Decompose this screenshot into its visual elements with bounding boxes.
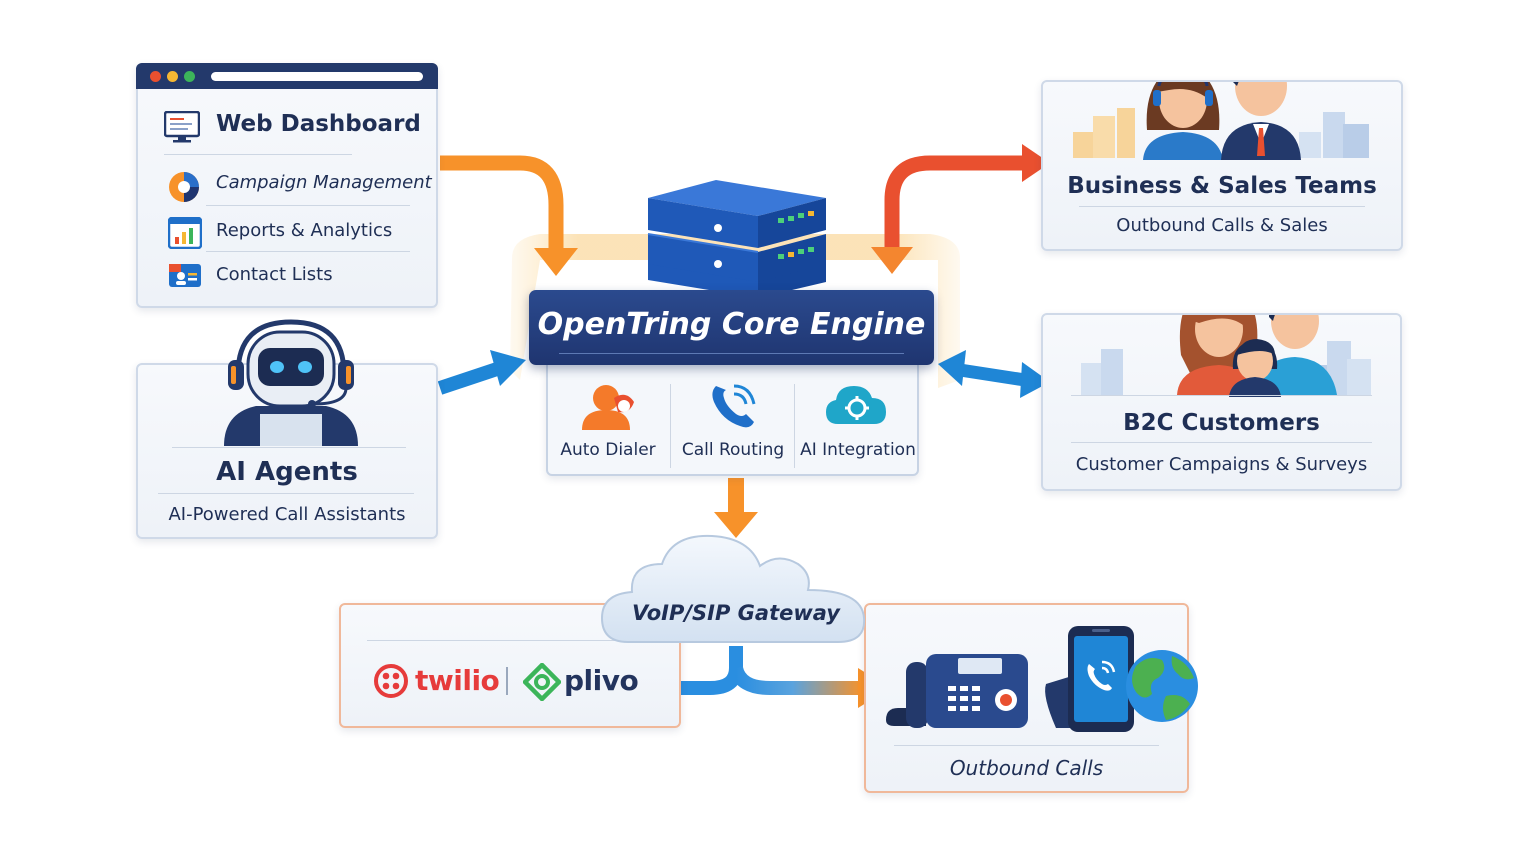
- divider: [1079, 206, 1365, 207]
- web-dashboard-title: Web Dashboard: [216, 111, 421, 137]
- divider: [164, 154, 352, 155]
- core-engine-title-bar: OpenTring Core Engine: [529, 290, 934, 365]
- contact-lists-item: Contact Lists: [216, 264, 333, 285]
- window-minimize-dot: [167, 71, 178, 82]
- arrow-engine-to-gateway: [728, 478, 744, 514]
- plivo-logo-icon: [523, 663, 561, 701]
- divider: [158, 493, 414, 494]
- web-dashboard-card: Web Dashboard Campaign Management Report…: [136, 63, 438, 308]
- auto-dialer-label: Auto Dialer: [560, 440, 656, 460]
- arrow-gateway-outbound: [729, 666, 862, 695]
- browser-title-bar: [136, 63, 438, 89]
- divider: [206, 251, 410, 252]
- divider: [367, 640, 653, 641]
- arrow-head-dashboard: [534, 248, 578, 276]
- window-close-dot: [150, 71, 161, 82]
- divider: [506, 667, 508, 695]
- divider: [1071, 442, 1372, 443]
- arrow-head-engine-top: [871, 247, 913, 274]
- server-stack-icon: [647, 180, 826, 292]
- arrow-head-b2c-right: [1020, 362, 1050, 398]
- arrow-head-agents: [490, 350, 526, 386]
- smartphone-icon: [1045, 626, 1134, 732]
- twilio-logo-text: twilio: [415, 664, 500, 697]
- globe-icon: [1126, 650, 1198, 722]
- outbound-calls-label: Outbound Calls: [949, 756, 1104, 780]
- arrow-engine-to-business: [884, 155, 1025, 250]
- arrow-head-gateway: [714, 512, 758, 538]
- robot-headset-icon: [224, 319, 358, 446]
- divider: [894, 745, 1159, 746]
- window-maximize-dot: [184, 71, 195, 82]
- person-icon: [582, 385, 634, 430]
- divider: [172, 447, 406, 448]
- divider: [670, 384, 671, 468]
- arrow-engine-b2c: [959, 363, 1026, 387]
- core-engine-features-panel: Auto Dialer Call Routing AI Integration: [546, 360, 919, 476]
- b2c-customers-card: B2C Customers Customer Campaigns & Surve…: [1041, 313, 1402, 491]
- divider: [794, 384, 795, 468]
- business-sales-teams-subtitle: Outbound Calls & Sales: [1116, 215, 1328, 236]
- business-sales-teams-card: Business & Sales Teams Outbound Calls & …: [1041, 80, 1403, 251]
- arrow-dashboard-to-engine: [440, 155, 564, 250]
- monitor-icon: [164, 111, 200, 143]
- bar-chart-icon: [168, 217, 202, 249]
- core-engine-title: OpenTring Core Engine: [537, 307, 926, 342]
- voip-sip-gateway-label: VoIP/SIP Gateway: [632, 601, 840, 625]
- business-sales-teams-title: Business & Sales Teams: [1067, 173, 1377, 199]
- outbound-devices: [886, 626, 1198, 732]
- desk-phone-icon: [886, 654, 1028, 728]
- call-routing-label: Call Routing: [681, 440, 785, 460]
- reports-analytics-item: Reports & Analytics: [216, 220, 393, 241]
- campaign-management-item: Campaign Management: [216, 172, 432, 193]
- contacts-icon: [169, 264, 201, 287]
- plivo-logo-text: plivo: [564, 664, 639, 697]
- cloud-gear-icon: [826, 386, 886, 424]
- pie-chart-icon: [169, 172, 199, 202]
- twilio-logo-icon: [374, 664, 408, 698]
- divider: [206, 205, 410, 206]
- b2c-customers-subtitle: Customer Campaigns & Surveys: [1075, 454, 1368, 475]
- arrow-gateway-split: [675, 646, 743, 695]
- cloud-icon: [600, 534, 866, 643]
- phone-routing-icon: [712, 384, 756, 428]
- arrow-head-b2c-left: [938, 350, 966, 386]
- family-icon: [1081, 315, 1371, 397]
- arrow-agents-to-engine: [437, 361, 503, 395]
- divider: [1071, 395, 1372, 396]
- ai-agents-subtitle: AI-Powered Call Assistants: [168, 504, 406, 525]
- arrow-head-business: [1022, 144, 1050, 182]
- business-people-icon: [1073, 82, 1369, 160]
- divider: [559, 353, 904, 354]
- ai-integration-label: AI Integration: [800, 440, 916, 460]
- b2c-customers-title: B2C Customers: [1123, 410, 1320, 436]
- ai-agents-title: AI Agents: [216, 457, 358, 487]
- address-bar: [211, 72, 423, 81]
